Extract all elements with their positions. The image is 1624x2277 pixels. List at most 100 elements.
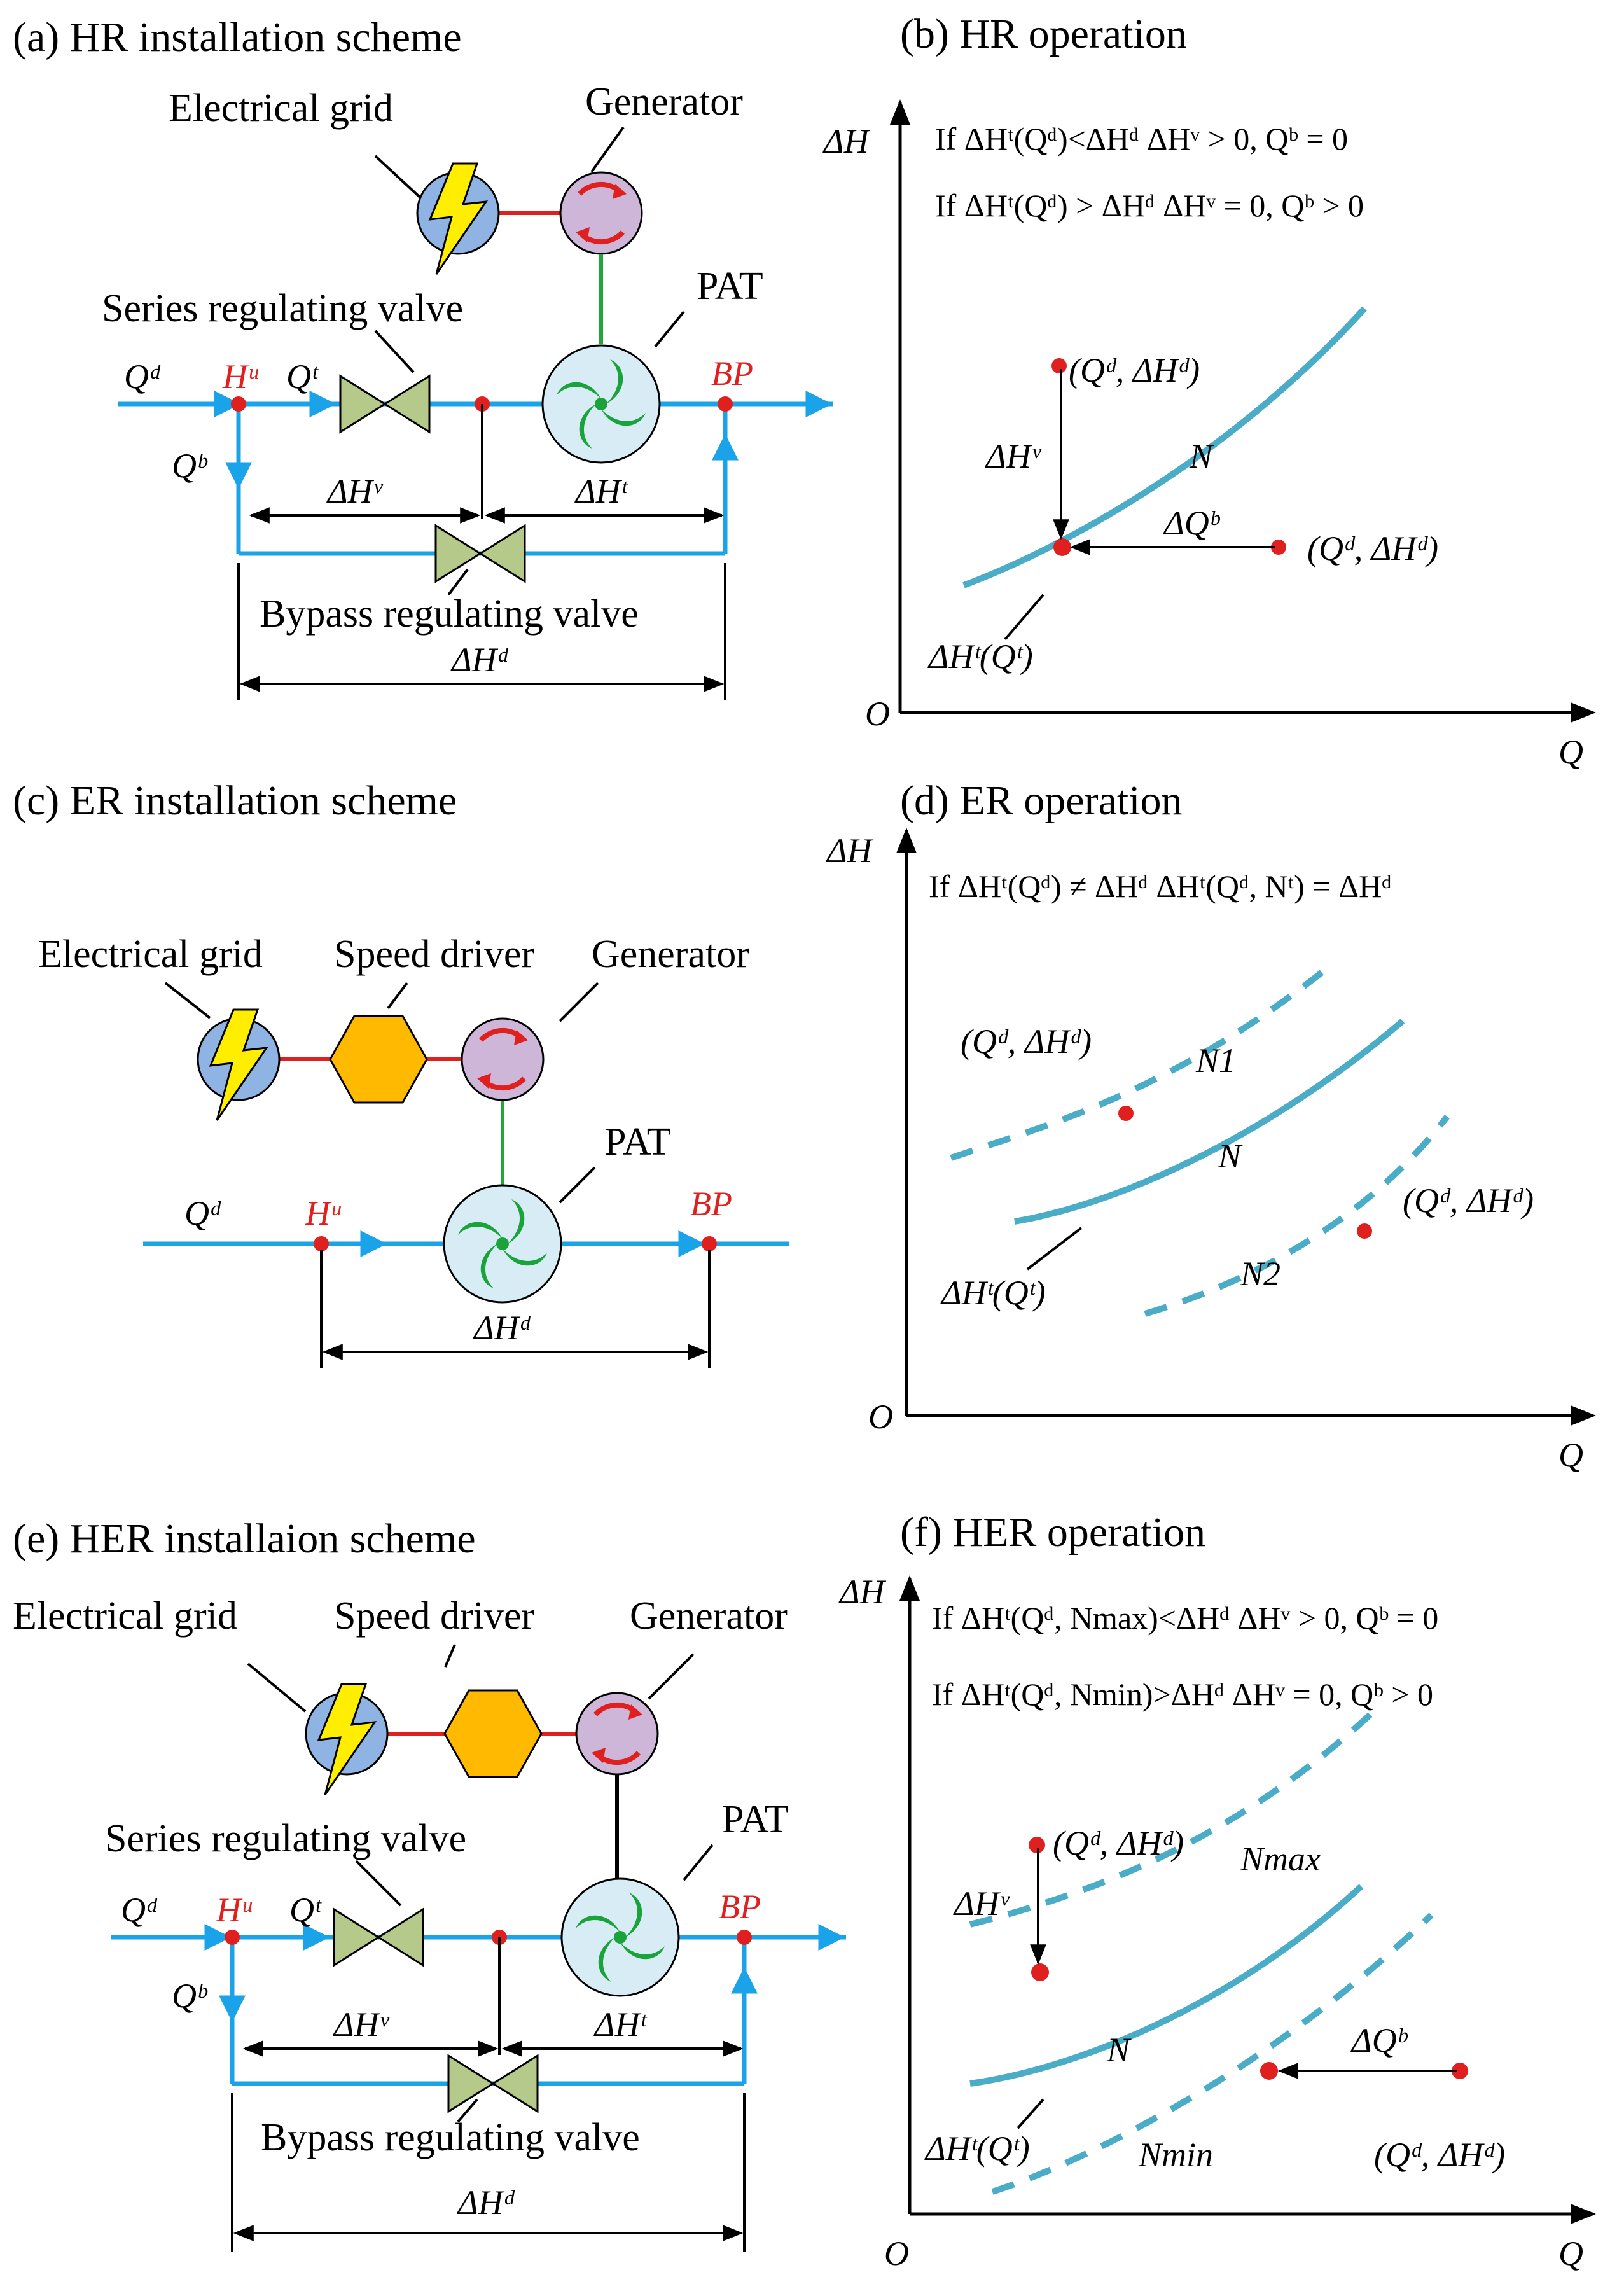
leader-gen-c xyxy=(559,982,599,1022)
pat-icon xyxy=(443,1184,562,1304)
series-valve-icon xyxy=(339,375,431,433)
sym-curve-b: ΔHᵗ(Qᵗ) xyxy=(927,637,1033,676)
point-qd-lower-d xyxy=(1357,1223,1372,1239)
panel-f: (f) HER operation ΔH Q O If ΔHᵗ(Qᵈ, Nmax… xyxy=(838,1509,1596,2273)
sym-dhv-a: ΔHᵛ xyxy=(326,472,384,510)
sym-dqb-f: ΔQᵇ xyxy=(1350,2021,1408,2059)
origin-f: O xyxy=(884,2234,909,2273)
point-qd-upper-d xyxy=(1118,1106,1134,1121)
sym-dhd-a: ΔHᵈ xyxy=(450,641,509,679)
sym-dht-e: ΔHᵗ xyxy=(593,2005,648,2044)
label-bypass-valve-a: Bypass regulating valve xyxy=(260,592,639,636)
sym-nmax-f: Nmax xyxy=(1240,1840,1321,1878)
sym-dqb-b: ΔQᵇ xyxy=(1163,504,1221,542)
grid-icon xyxy=(416,162,500,275)
sym-qt-e: Qᵗ xyxy=(289,1891,322,1929)
axis-x-label-f: Q xyxy=(1558,2234,1583,2273)
sym-n-d: N xyxy=(1218,1137,1243,1175)
origin-b: O xyxy=(865,695,890,733)
leader-pat-a xyxy=(654,310,685,348)
leader-grid-c xyxy=(164,982,211,1019)
leader-bypass-a xyxy=(447,568,469,596)
sym-point-upper-b: (Qᵈ, ΔHᵈ) xyxy=(1069,351,1200,389)
label-generator-e: Generator xyxy=(630,1594,788,1638)
generator-icon xyxy=(576,1693,658,1774)
leader-series-valve-a xyxy=(374,330,415,373)
label-generator-c: Generator xyxy=(592,933,749,976)
grid-icon xyxy=(305,1683,389,1796)
panel-e: (e) HER installaion scheme Electrical gr… xyxy=(13,1515,846,2252)
curve-nmin-f xyxy=(991,1912,1434,2195)
panel-f-title: (f) HER operation xyxy=(900,1509,1205,1556)
axis-x-label-b: Q xyxy=(1558,733,1583,771)
sym-curve-d: ΔHᵗ(Qᵗ) xyxy=(940,1274,1046,1312)
sym-curve-f: ΔHᵗ(Qᵗ) xyxy=(924,2129,1030,2168)
panel-b: (b) HR operation ΔH Q O If ΔHᵗ(Qᵈ)<ΔHᵈ Δ… xyxy=(822,11,1596,771)
sym-n-f: N xyxy=(1106,2031,1132,2069)
axis-y-label-b: ΔH xyxy=(822,122,871,160)
leader-curve-d xyxy=(1026,1227,1083,1271)
speed-driver-icon xyxy=(443,1689,543,1778)
label-series-valve-a: Series regulating valve xyxy=(102,287,463,330)
panel-a-title: (a) HR installation scheme xyxy=(13,14,462,60)
sym-dht-a: ΔHᵗ xyxy=(574,472,628,510)
node-hu-c xyxy=(314,1236,329,1251)
speed-driver-icon xyxy=(329,1015,428,1104)
cond-f2: If ΔHᵗ(Qᵈ, Nmin)>ΔHᵈ ΔHᵛ = 0, Qᵇ > 0 xyxy=(932,1676,1433,1712)
label-speed-driver-c: Speed driver xyxy=(334,933,534,976)
label-series-valve-e: Series regulating valve xyxy=(105,1817,466,1860)
sym-point-right-f: (Qᵈ, ΔHᵈ) xyxy=(1374,2136,1505,2174)
axis-x-label-d: Q xyxy=(1558,1436,1583,1474)
pat-icon xyxy=(541,344,661,464)
point-operating-upper-f xyxy=(1031,1963,1049,1981)
cond-f1: If ΔHᵗ(Qᵈ, Nmax)<ΔHᵈ ΔHᵛ > 0, Qᵇ = 0 xyxy=(932,1600,1438,1636)
point-qd-upper-b xyxy=(1051,358,1067,373)
leader-grid-a xyxy=(374,155,421,198)
leader-curve-b xyxy=(1004,594,1044,641)
curve-n-f xyxy=(969,1884,1364,2087)
origin-d: O xyxy=(868,1398,893,1436)
sym-qd-a: Qᵈ xyxy=(124,358,161,396)
leader-gen-a xyxy=(590,126,625,173)
sym-hu-a: Hᵘ xyxy=(222,358,259,396)
leader-pat-e xyxy=(683,1844,714,1881)
curve-n2-d xyxy=(1144,1114,1450,1317)
bypass-valve-icon xyxy=(434,524,526,583)
sym-qb-a: Qᵇ xyxy=(172,447,208,485)
panel-d-title: (d) ER operation xyxy=(900,777,1183,824)
label-electrical-grid-c: Electrical grid xyxy=(38,933,263,976)
sym-point-upper-d: (Qᵈ, ΔHᵈ) xyxy=(961,1022,1092,1061)
sym-dhd-e: ΔHᵈ xyxy=(457,2183,515,2222)
label-electrical-grid-e: Electrical grid xyxy=(13,1594,237,1638)
sym-qb-e: Qᵇ xyxy=(172,1977,208,2015)
sym-dhv-b: ΔHᵛ xyxy=(985,437,1042,475)
label-pat-c: PAT xyxy=(604,1120,671,1164)
point-operating-lower-f xyxy=(1260,2062,1278,2080)
generator-icon xyxy=(560,172,642,254)
sym-dhd-c: ΔHᵈ xyxy=(473,1309,531,1347)
panel-b-title: (b) HR operation xyxy=(900,11,1187,57)
leader-pat-c xyxy=(559,1166,596,1204)
node-hu-e xyxy=(225,1930,240,1945)
sym-bp-e: BP xyxy=(719,1888,761,1926)
series-valve-icon xyxy=(333,1908,424,1967)
point-qd-upper-f xyxy=(1029,1837,1045,1853)
cond-d1: If ΔHᵗ(Qᵈ) ≠ ΔHᵈ ΔHᵗ(Qᵈ, Nᵗ) = ΔHᵈ xyxy=(929,868,1392,904)
axis-y-label-f: ΔH xyxy=(838,1573,887,1611)
axis-y-label-d: ΔH xyxy=(826,832,874,870)
generator-icon xyxy=(462,1019,543,1100)
sym-n1-d: N1 xyxy=(1195,1041,1236,1080)
leader-gen-e xyxy=(648,1653,695,1700)
sym-dhv-f: ΔHᵛ xyxy=(953,1884,1010,1923)
panel-c: (c) ER installation scheme Electrical gr… xyxy=(13,777,789,1368)
cond-b1: If ΔHᵗ(Qᵈ)<ΔHᵈ ΔHᵛ > 0, Qᵇ = 0 xyxy=(935,121,1348,157)
node-hu-a xyxy=(231,396,246,412)
leader-speed-e xyxy=(444,1644,456,1668)
label-bypass-valve-e: Bypass regulating valve xyxy=(261,2116,640,2159)
panel-c-title: (c) ER installation scheme xyxy=(13,777,457,824)
sym-bp-c: BP xyxy=(690,1185,732,1223)
bypass-valve-icon xyxy=(447,2054,539,2113)
sym-point-lower-d: (Qᵈ, ΔHᵈ) xyxy=(1403,1181,1534,1220)
sym-n2-d: N2 xyxy=(1240,1255,1280,1293)
